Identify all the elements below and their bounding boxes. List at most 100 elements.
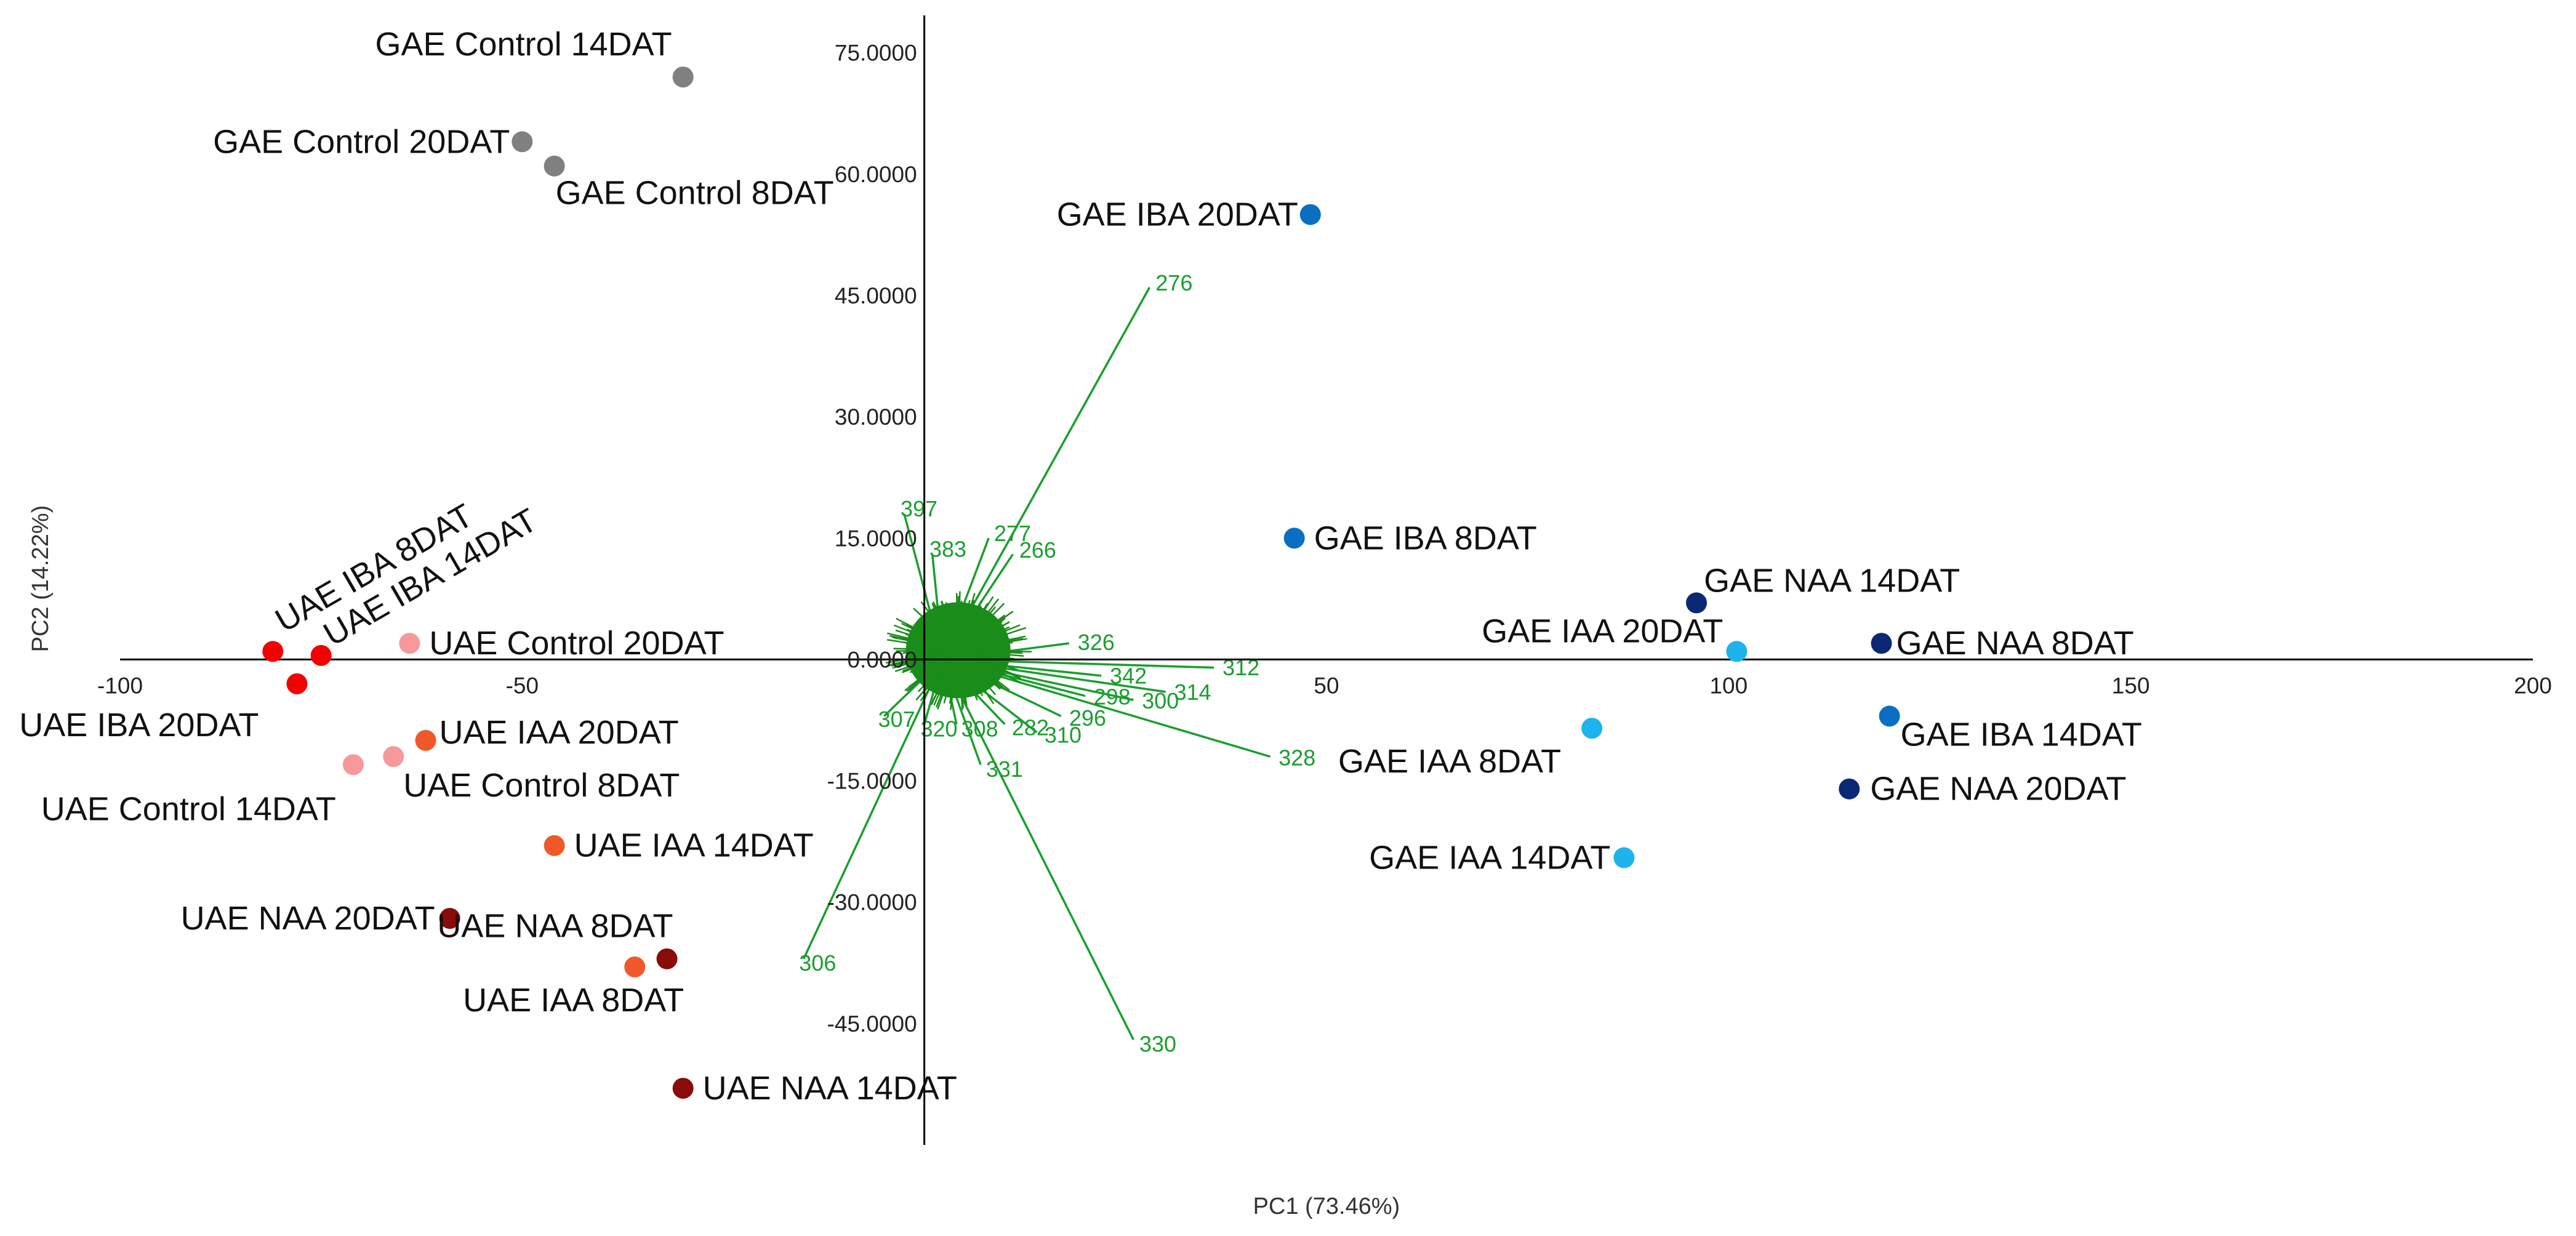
x-tick-label: 150 (2112, 673, 2150, 698)
y-tick-label: -15.0000 (827, 769, 917, 794)
loading-vector-line (942, 659, 1134, 1040)
loading-cloud-stroke (957, 616, 1004, 651)
x-tick-label: -50 (506, 673, 539, 698)
x-tick-label: 50 (1314, 673, 1339, 698)
score-point-label: UAE Control 14DAT (41, 790, 336, 827)
loading-vector-label: 306 (799, 950, 836, 976)
loading-vector-label: 307 (878, 707, 915, 732)
loading-cloud-stroke (901, 622, 959, 651)
loading-vector-label: 298 (1094, 684, 1131, 710)
loading-cloud-stroke (940, 601, 959, 651)
score-point-label: GAE IAA 20DAT (1482, 612, 1723, 649)
score-point (1283, 528, 1305, 549)
score-point-label: GAE IBA 14DAT (1901, 716, 2142, 753)
loading-cloud-stroke (956, 650, 959, 693)
y-tick-label: 0.0000 (847, 647, 917, 672)
loading-cloud-stroke (957, 622, 961, 651)
loading-vector-label: 282 (1012, 715, 1049, 740)
loading-cloud (885, 591, 1032, 710)
score-point (672, 66, 694, 88)
loading-cloud-stroke (902, 649, 959, 673)
score-point (512, 131, 533, 153)
score-point-label: UAE NAA 14DAT (703, 1070, 957, 1107)
loading-vector-label: 342 (1110, 664, 1147, 689)
score-point (262, 641, 284, 662)
score-point-label: GAE IAA 8DAT (1338, 743, 1561, 780)
score-point (1613, 847, 1635, 869)
y-tick-label: 45.0000 (835, 283, 917, 308)
loading-cloud-stroke (939, 620, 959, 651)
score-point (310, 644, 332, 666)
score-point (383, 746, 404, 768)
loading-cloud-stroke (920, 636, 959, 651)
y-tick-label: 30.0000 (835, 404, 917, 430)
loading-cloud-stroke (957, 600, 971, 651)
loading-cloud-stroke (893, 648, 958, 651)
y-axis-title: PC2 (14.22%) (28, 505, 54, 652)
score-point (342, 754, 364, 776)
score-point-label: GAE IBA 20DAT (1057, 196, 1298, 233)
loading-cloud-stroke (941, 649, 959, 683)
score-point-label: GAE IBA 8DAT (1314, 520, 1537, 556)
loading-vector-label: 326 (1078, 630, 1115, 655)
loading-vector-label: 330 (1139, 1031, 1176, 1056)
loading-vector-label: 308 (961, 716, 998, 741)
y-tick-label: 60.0000 (835, 162, 917, 187)
loading-cloud-stroke (926, 620, 959, 651)
loading-vector-label: 331 (986, 756, 1023, 782)
score-point (415, 729, 436, 751)
score-point (544, 835, 565, 856)
loading-cloud-stroke (957, 649, 988, 676)
loading-cloud-stroke (957, 600, 983, 651)
score-point (1686, 592, 1707, 614)
score-point-label: GAE Control 14DAT (375, 26, 672, 63)
loading-vector-label: 277 (994, 521, 1031, 546)
score-point (399, 633, 420, 654)
loading-vector-label: 296 (1069, 705, 1106, 731)
score-point-label: GAE NAA 14DAT (1704, 562, 1960, 599)
loading-cloud-stroke (958, 649, 1003, 675)
loading-vector-label: 328 (1278, 745, 1315, 770)
loading-cloud-stroke (957, 649, 984, 697)
loading-vector-label: 314 (1174, 680, 1211, 705)
axes (120, 15, 2533, 1145)
loading-cloud-stroke (948, 650, 959, 697)
loading-vector-label: 266 (1019, 537, 1056, 563)
score-point (439, 908, 460, 929)
loading-vector-label: 397 (901, 496, 937, 521)
y-tick-label: -45.0000 (827, 1011, 917, 1037)
score-point-label: UAE Control 20DAT (429, 625, 724, 662)
x-tick-label: 200 (2514, 673, 2552, 698)
loading-cloud-stroke (958, 638, 1027, 651)
loading-cloud-stroke (922, 649, 959, 694)
score-point-label: UAE NAA 8DAT (437, 908, 673, 945)
score-point-label: GAE Control 20DAT (213, 123, 510, 160)
loading-vector-label: 383 (929, 537, 966, 562)
loading-cloud-stroke (950, 616, 959, 651)
score-point-label: GAE IAA 14DAT (1369, 839, 1610, 876)
score-point (1839, 778, 1860, 800)
x-tick-label: -100 (97, 673, 143, 698)
score-point (624, 956, 646, 977)
loading-vector-label: 310 (1045, 723, 1081, 748)
score-point-label: UAE IBA 20DAT (19, 707, 259, 744)
loading-cloud-stroke (958, 649, 1013, 660)
score-point (286, 673, 308, 694)
y-tick-label: -30.0000 (827, 890, 917, 915)
y-tick-label: 15.0000 (835, 526, 917, 551)
loading-vector-label: 276 (1155, 270, 1192, 295)
score-point (1299, 204, 1321, 225)
score-point-label: GAE NAA 20DAT (1870, 771, 2126, 808)
loading-vector-label: 320 (920, 716, 957, 741)
loading-cloud-stroke (958, 649, 1032, 652)
score-point (672, 1078, 694, 1099)
score-point (1871, 633, 1892, 654)
y-tick-label: 75.0000 (835, 41, 917, 66)
score-point (544, 155, 565, 177)
loading-cloud-stroke (958, 621, 1010, 651)
loading-cloud-stroke (957, 650, 963, 676)
score-point-label: UAE IAA 20DAT (439, 714, 679, 751)
